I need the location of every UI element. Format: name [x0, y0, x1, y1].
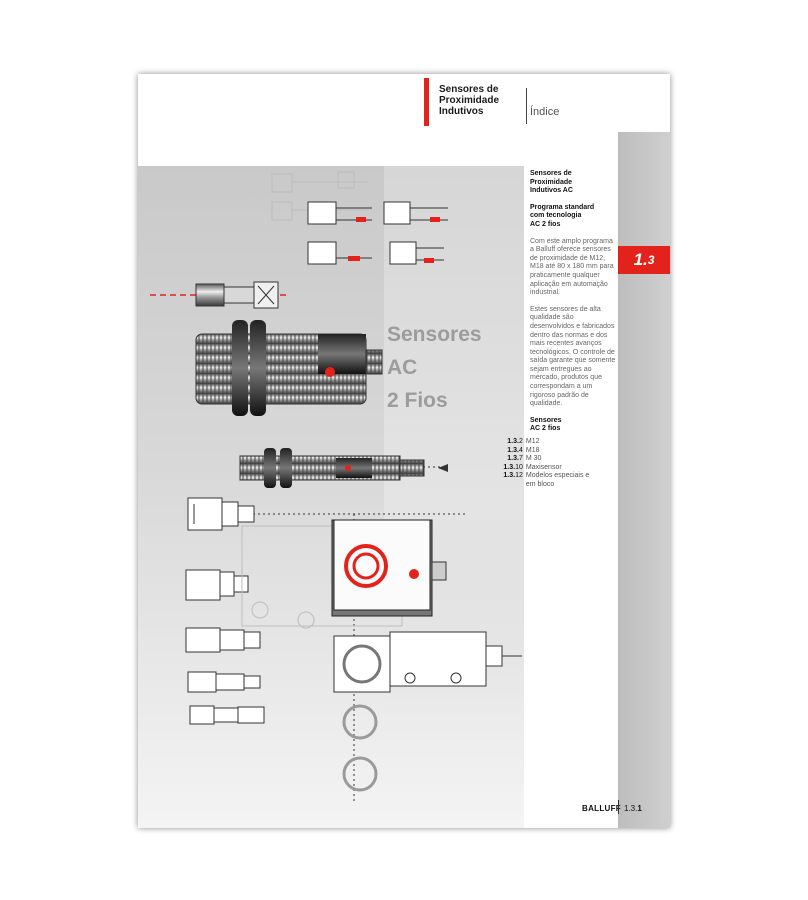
sidebar-heading-line-2: Proximidade	[530, 178, 573, 186]
balluff-logo: BALLUFF	[582, 804, 621, 813]
cover-title-line-2: AC	[387, 356, 418, 379]
sidebar-subheading-line-1: Programa standard	[530, 203, 595, 211]
page-number: 1.3.1	[624, 804, 642, 813]
cover-title: Sensores AC 2 Fios	[387, 318, 482, 417]
toc-heading-line-2: AC 2 fios	[530, 425, 561, 433]
chapter-tab[interactable]: 1.3	[618, 246, 670, 274]
page-number-value: 1	[637, 804, 642, 813]
header-title-line-1: Sensores de	[439, 84, 499, 95]
sensor-maxisensor	[333, 631, 522, 693]
toc-number: 1.3.12	[503, 472, 523, 480]
header-title-line-2: Proximidade	[439, 95, 500, 106]
toc-label: M 30	[525, 455, 542, 463]
toc-entry-special-models[interactable]: 1.3.12 Modelos especiais e em bloco	[502, 472, 590, 489]
sidebar-text: Sensores de Proximidade Indutivos AC Pro…	[503, 170, 618, 490]
toc-number: 1.3.7	[507, 455, 523, 463]
sensor-small-3	[185, 627, 261, 653]
sidebar-heading: Sensores de Proximidade Indutivos AC	[530, 170, 618, 196]
header-title: Sensores de Proximidade Indutivos	[424, 78, 520, 126]
toc-label: Modelos especiais e em bloco	[525, 472, 590, 488]
sidebar-heading-line-3: Indutivos AC	[530, 187, 573, 195]
toc-number: 1.3.4	[507, 446, 523, 454]
product-illustration	[150, 171, 522, 804]
sidebar-paragraph-1: Com este amplo programa a Balluff oferec…	[530, 237, 614, 297]
toc-entry-m12[interactable]: 1.3.2 M12	[502, 438, 590, 447]
header-divider	[526, 88, 527, 124]
toc-label: M12	[525, 438, 540, 446]
header-section: Índice	[530, 106, 560, 118]
chapter-tab-minor: 3	[647, 253, 655, 267]
header-title-line-3: Indutivos	[439, 106, 484, 117]
table-of-contents: 1.3.2 M12 1.3.4 M18 1.3.7 M 30 1.3.10 Ma…	[503, 438, 618, 490]
toc-entry-maxisensor[interactable]: 1.3.10 Maxisensor	[502, 464, 590, 473]
toc-heading: Sensores AC 2 fios	[530, 417, 618, 434]
sensor-small-4	[187, 671, 261, 693]
sidebar-subheading-line-3: AC 2 fios	[530, 220, 561, 228]
sensor-small-5	[189, 705, 265, 725]
sensor-long-m18	[239, 448, 448, 488]
cover-title-line-1: Sensores	[387, 323, 482, 346]
toc-number: 1.3.10	[503, 463, 523, 471]
page-number-prefix: 1.3.	[624, 804, 638, 813]
toc-entry-m18[interactable]: 1.3.4 M18	[502, 447, 590, 456]
sensor-block-square	[331, 519, 447, 617]
catalog-page: Sensores de Proximidade Indutivos Índice…	[138, 74, 670, 828]
wiring-diagram-1	[307, 201, 448, 225]
wiring-diagram-2	[307, 241, 444, 265]
toc-label: M18	[525, 446, 540, 454]
toc-number: 1.3.2	[507, 438, 523, 446]
sensor-large-threaded	[195, 320, 383, 416]
sensor-small-2	[185, 569, 249, 601]
sidebar-paragraph-2: Estes sensores de alta qualidade são des…	[530, 305, 616, 408]
sidebar-subheading-line-2: com tecnologia	[530, 212, 582, 220]
toc-entry-m30[interactable]: 1.3.7 M 30	[502, 455, 590, 464]
toc-label: Maxisensor	[525, 463, 562, 471]
cover-title-line-3: 2 Fios	[387, 389, 448, 412]
sensor-small-top	[195, 281, 279, 309]
sidebar-heading-line-1: Sensores de	[530, 170, 572, 177]
chapter-tab-major: 1.	[633, 250, 648, 269]
sensor-small-1	[187, 497, 255, 531]
sidebar-subheading: Programa standard com tecnologia AC 2 fi…	[530, 204, 618, 230]
footer-divider	[618, 800, 619, 814]
toc-heading-line-1: Sensores	[530, 416, 562, 424]
